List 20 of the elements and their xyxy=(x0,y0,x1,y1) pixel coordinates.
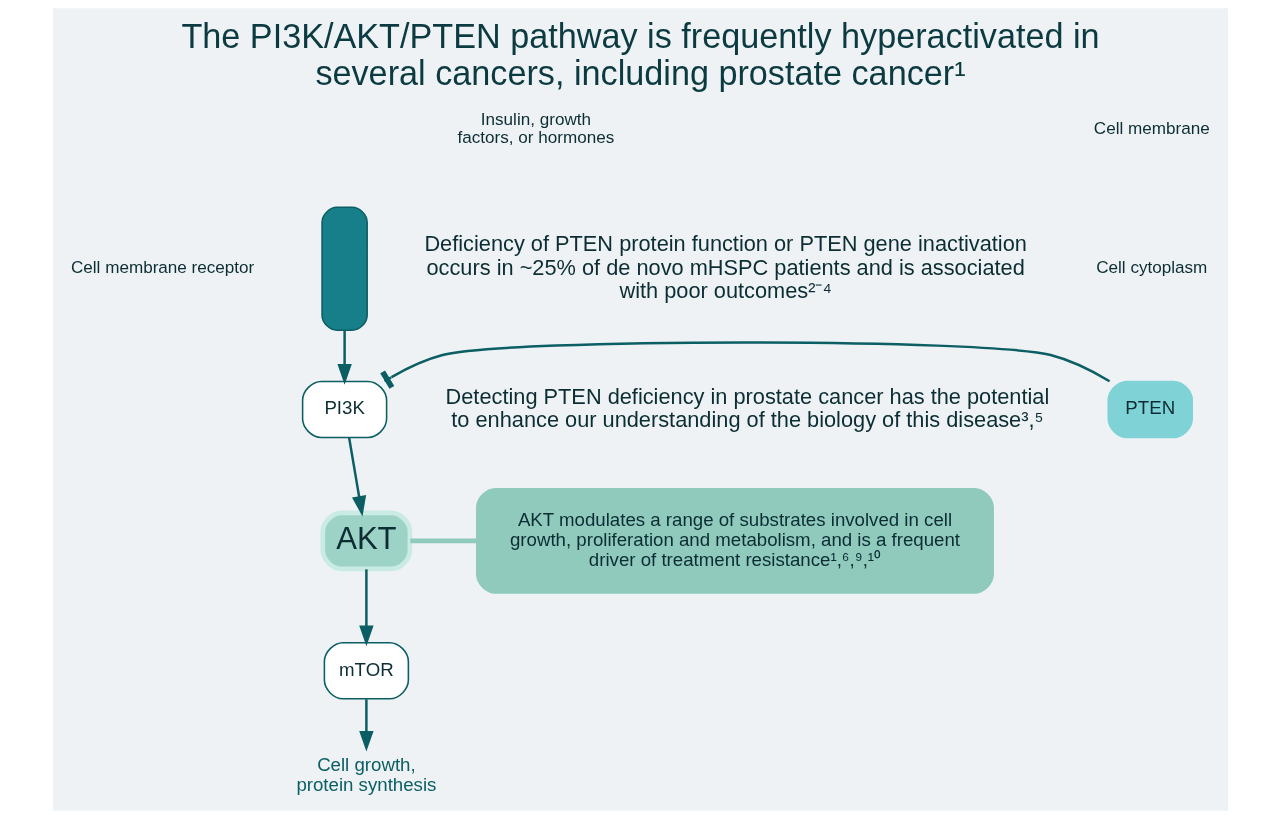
label: Cell cytoplasm xyxy=(1095,258,1207,278)
label: Cell membrane xyxy=(1093,118,1210,138)
label: Deficiency of PTEN protein function or PTEN gene inactivation occurs in ~25% of de novo mHSPC patients and is associated with poor outcomes²⁻⁴ xyxy=(423,231,1027,303)
node-box xyxy=(320,206,368,331)
node-box: AKT modulates a range of substrates involved in cell growth, proliferation and metabolism, and is a frequent driver of treatment resistance¹,⁶,⁹,¹⁰ xyxy=(475,488,994,594)
arrow xyxy=(358,569,374,647)
node-box: mTOR xyxy=(323,642,409,700)
diagram-title: The PI3K/AKT/PTEN pathway is frequently hyperactivated in several cancers, including prostate cancer¹ xyxy=(180,17,1100,93)
node-label: Cell membrane receptor xyxy=(70,258,254,278)
node-box: AKT xyxy=(320,510,412,572)
label: Insulin, growth factors, or hormones xyxy=(457,109,614,148)
arrow xyxy=(347,437,366,517)
connector xyxy=(379,341,1110,389)
label: Detecting PTEN deficiency in prostate cancer has the potential to enhance our understanding of the biology of this disease³,⁵ xyxy=(445,383,1049,432)
node-text: Cell growth, protein synthesis xyxy=(295,754,436,796)
node-box: PI3K xyxy=(301,380,387,439)
connector xyxy=(409,538,476,544)
arrow xyxy=(336,330,352,385)
node-box: PTEN xyxy=(1106,380,1193,439)
arrow xyxy=(358,699,374,752)
